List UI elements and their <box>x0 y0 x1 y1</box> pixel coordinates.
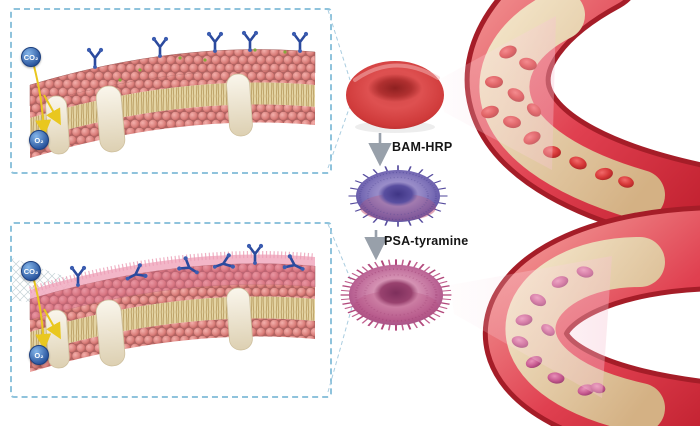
co2-label: CO₂ <box>23 266 39 276</box>
step-label-psa-tyramine: PSA-tyramine <box>384 234 469 248</box>
co2-molecule-badge: CO₂ <box>21 47 41 67</box>
blood-vessel-bottom <box>483 205 700 426</box>
o2-label: O₂ <box>34 350 44 360</box>
o2-molecule-badge: O₂ <box>29 345 49 365</box>
co2-molecule-badge: CO₂ <box>21 261 41 281</box>
membrane-zoom-panel-bottom <box>10 222 332 398</box>
membrane-zoom-panel-top <box>10 8 332 174</box>
modified-cell-cluster-bottom <box>511 266 606 396</box>
red-blood-cell <box>346 61 444 133</box>
light-cone-top <box>438 16 556 170</box>
vessel-lumen <box>479 0 665 220</box>
o2-molecule-badge: O₂ <box>29 130 49 150</box>
o2-label: O₂ <box>34 135 44 145</box>
light-cone-bottom <box>450 256 612 398</box>
bam-hrp-coated-cell <box>349 165 448 226</box>
co2-label: CO₂ <box>23 52 39 62</box>
blood-vessel-top <box>464 0 700 250</box>
vessel-lumen <box>505 237 665 426</box>
psa-tyramine-coated-cell <box>334 255 458 335</box>
rbc-cluster-top <box>481 45 634 188</box>
step-label-bam-hrp: BAM-HRP <box>392 140 453 154</box>
